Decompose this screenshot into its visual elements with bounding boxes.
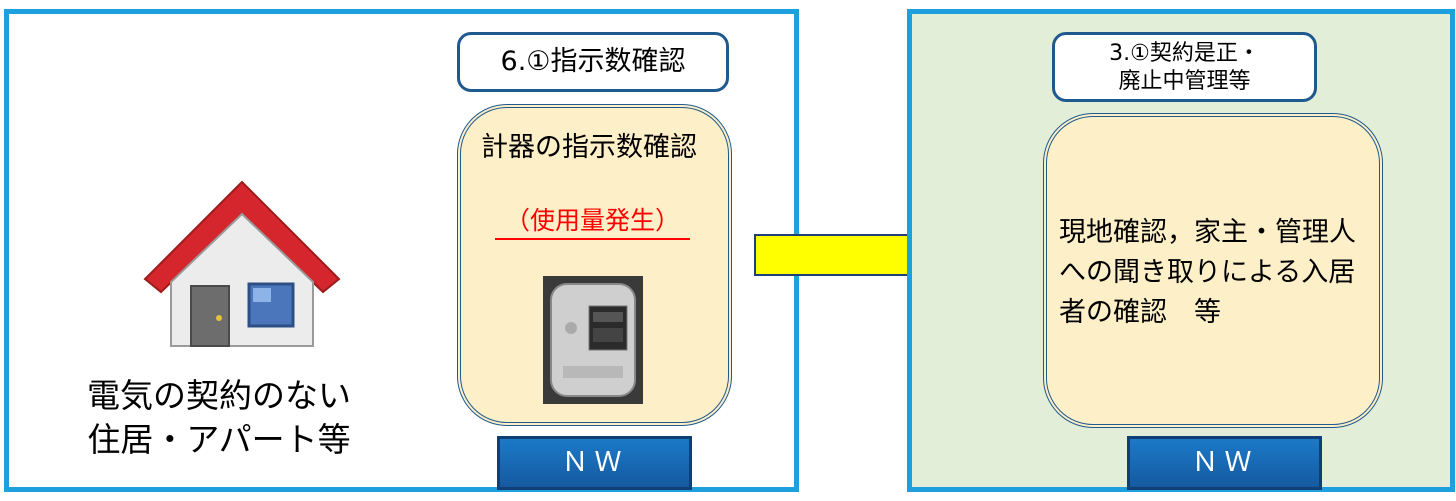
electric-meter-image <box>543 276 643 404</box>
house-caption: 電気の契約のない 住居・アパート等 <box>64 374 374 462</box>
usage-note: （使用量発生） <box>495 206 690 240</box>
card-title: 計器の指示数確認 <box>481 132 697 163</box>
caption-line: 電気の契約のない <box>87 376 351 415</box>
contract-check-card: 現地確認，家主・管理人への聞き取りによる入居者の確認 等 <box>1043 113 1383 428</box>
step-label-line: 3.①契約是正・ <box>1109 41 1260 66</box>
step-badge: 6.①指示数確認 <box>457 32 729 92</box>
house-icon <box>143 180 341 347</box>
step-badge: 3.①契約是正・ 廃止中管理等 <box>1052 32 1317 102</box>
right-panel: 3.①契約是正・ 廃止中管理等 現地確認，家主・管理人への聞き取りによる入居者の… <box>907 9 1455 492</box>
left-panel: 6.①指示数確認 計器の指示数確認 （使用量発生） ＮＷ 電気の契約のない 住居… <box>4 9 799 492</box>
step-label-line: 廃止中管理等 <box>1118 69 1251 94</box>
card-body: 現地確認，家主・管理人への聞き取りによる入居者の確認 等 <box>1059 217 1356 328</box>
nw-button[interactable]: ＮＷ <box>497 436 692 490</box>
nw-button[interactable]: ＮＷ <box>1127 436 1322 490</box>
meter-check-card: 計器の指示数確認 （使用量発生） <box>457 104 732 426</box>
caption-line: 住居・アパート等 <box>87 420 351 459</box>
